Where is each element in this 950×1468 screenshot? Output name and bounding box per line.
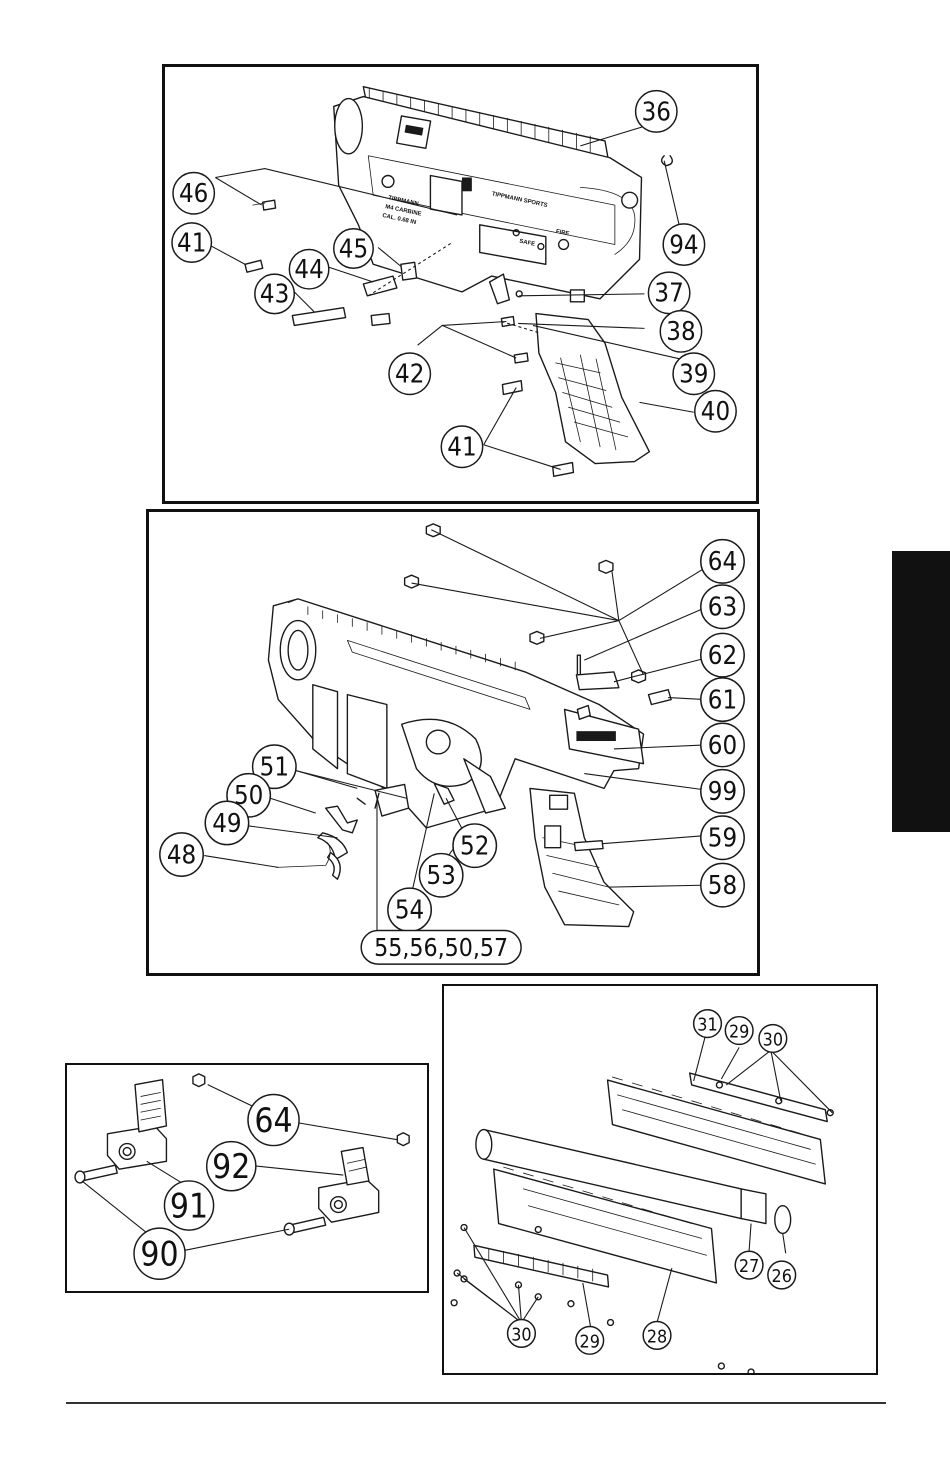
callout-44: 44 [289,249,328,288]
callout-60: 60 [701,723,744,766]
svg-text:37: 37 [654,279,683,309]
svg-text:51: 51 [260,753,289,783]
svg-text:48: 48 [167,840,196,870]
svg-text:94: 94 [669,230,698,260]
sights-panel: 64 92 91 90 [65,1063,429,1293]
handguard-diagram: 31 29 30 27 26 30 29 28 [444,986,876,1373]
callout-53: 53 [419,854,462,897]
pistol-grip-drawing [536,314,649,464]
sights-diagram: 64 92 91 90 [67,1065,427,1291]
callout-99: 99 [701,770,744,813]
callout-42: 42 [389,353,430,394]
svg-text:53: 53 [426,861,455,891]
svg-text:92: 92 [212,1147,250,1186]
callout-39: 39 [673,353,714,394]
svg-text:91: 91 [170,1186,208,1225]
callout-64: 64 [701,540,744,583]
callout-41-lower: 41 [441,426,482,467]
svg-text:39: 39 [679,360,708,390]
callout-26: 26 [768,1261,796,1289]
callout-28: 28 [643,1322,671,1350]
svg-text:45: 45 [339,234,368,264]
svg-text:43: 43 [260,280,289,310]
callout-92: 92 [207,1142,256,1191]
svg-text:28: 28 [647,1326,667,1347]
callout-90: 90 [134,1228,185,1279]
callout-31: 31 [694,1010,722,1038]
grip-drawing [530,788,634,926]
svg-text:54: 54 [395,896,424,926]
svg-text:31: 31 [697,1015,717,1036]
upper-receiver-drawing [334,87,642,302]
svg-text:49: 49 [212,809,241,839]
svg-text:64: 64 [254,1101,292,1140]
callout-52: 52 [453,824,496,867]
svg-text:55,56,50,57: 55,56,50,57 [374,933,508,962]
callout-58: 58 [701,863,744,906]
lower-receiver-diagram: 64 63 62 61 60 51 99 50 49 59 52 48 53 5… [149,512,757,973]
svg-text:64: 64 [708,547,737,577]
svg-text:26: 26 [772,1266,792,1287]
callout-29-lower: 29 [576,1326,604,1354]
svg-text:60: 60 [708,731,737,761]
svg-text:61: 61 [708,685,737,715]
svg-text:29: 29 [580,1331,600,1352]
svg-text:42: 42 [395,360,424,390]
svg-text:62: 62 [708,641,737,671]
svg-text:59: 59 [708,824,737,854]
upper-receiver-panel: TIPPMANN M4 CARBINE CAL. 0.68 IN TIPPMAN… [162,64,759,504]
svg-text:58: 58 [708,871,737,901]
handguard-panel: 31 29 30 27 26 30 29 28 [442,984,878,1375]
callout-61: 61 [701,678,744,721]
callout-54: 54 [388,888,431,931]
footer-rule [66,1402,886,1404]
callout-group-55-56-50-57: 55,56,50,57 [361,931,521,965]
svg-text:41: 41 [447,433,476,463]
callout-94: 94 [663,224,704,265]
callout-30-upper: 30 [759,1025,787,1053]
svg-text:52: 52 [460,832,489,862]
svg-text:38: 38 [666,317,695,347]
svg-text:99: 99 [708,777,737,807]
callout-63: 63 [701,585,744,628]
svg-text:40: 40 [701,397,730,427]
callout-27: 27 [735,1251,763,1279]
callout-41-upper: 41 [172,223,211,262]
svg-text:30: 30 [763,1029,783,1050]
callout-64-sights: 64 [248,1094,299,1145]
callout-36: 36 [636,91,677,132]
callout-45: 45 [334,229,373,268]
svg-text:44: 44 [294,255,323,285]
svg-text:63: 63 [708,593,737,623]
callout-30-lower: 30 [508,1320,536,1348]
callout-38: 38 [660,311,701,352]
callout-40: 40 [695,391,736,432]
callout-46: 46 [173,173,214,214]
svg-text:29: 29 [729,1021,749,1042]
svg-text:90: 90 [140,1234,178,1273]
callout-91: 91 [164,1181,213,1230]
svg-text:41: 41 [177,228,206,258]
svg-text:36: 36 [642,97,671,127]
callout-48: 48 [160,833,203,876]
callout-49: 49 [205,801,248,844]
callout-62: 62 [701,633,744,676]
svg-text:27: 27 [739,1256,759,1277]
lower-receiver-panel: 64 63 62 61 60 51 99 50 49 59 52 48 53 5… [146,509,760,976]
section-tab [892,551,950,832]
callout-29-upper: 29 [725,1017,753,1045]
svg-text:30: 30 [511,1324,531,1345]
callout-43: 43 [255,274,294,313]
svg-text:46: 46 [179,179,208,209]
upper-receiver-diagram: TIPPMANN M4 CARBINE CAL. 0.68 IN TIPPMAN… [165,67,756,501]
callout-37: 37 [648,272,689,313]
callout-59: 59 [701,816,744,859]
